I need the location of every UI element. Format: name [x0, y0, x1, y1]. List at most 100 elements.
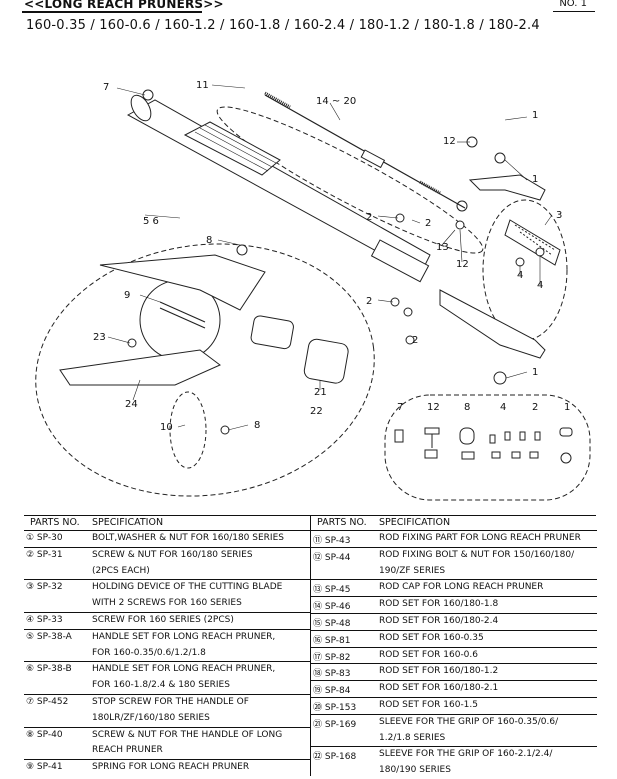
part-number: ② SP-31: [26, 549, 63, 560]
rod-plate: [370, 239, 430, 283]
kit-label-4: 4: [500, 402, 507, 413]
part-spec: REACH PRUNER: [92, 745, 163, 756]
callout-12b: 12: [456, 259, 469, 270]
part-number: ⑯ SP-81: [313, 635, 351, 646]
part-number: ③ SP-32: [26, 582, 63, 593]
callout-9: 9: [124, 290, 131, 301]
callout-4a: 4: [517, 270, 524, 281]
part-spec: 180LR/ZF/160/180 SERIES: [92, 712, 210, 723]
hardware-kit-items: [394, 427, 573, 464]
part-spec: FOR 160-0.35/0.6/1.2/1.8: [92, 647, 206, 658]
part-spec: SPRING FOR LONG REACH PRUNER: [92, 762, 250, 773]
callout-3: 3: [556, 210, 563, 221]
callout-24: 24: [125, 399, 138, 410]
page-number-rule: [553, 11, 595, 12]
callout-7: 7: [103, 82, 110, 93]
callout-1a: 1: [532, 110, 539, 121]
part-spec: STOP SCREW FOR THE HANDLE OF: [92, 696, 249, 707]
part-number: ⑪ SP-43: [313, 536, 351, 546]
page-number: NO. 1: [559, 0, 587, 9]
right-rows: ⑪ SP-43 ROD FIXING PART FOR LONG REACH PR…: [311, 531, 597, 779]
table-row: (2PCS EACH): [24, 564, 310, 581]
table-row: ⑪ SP-43 ROD FIXING PART FOR LONG REACH PR…: [311, 531, 597, 548]
part-number: ⑰ SP-82: [313, 652, 351, 663]
part-number: ⑨ SP-41: [26, 762, 63, 773]
part-spec: ROD CAP FOR LONG REACH PRUNER: [379, 582, 544, 593]
callout-8b: 8: [254, 420, 261, 431]
grip-sleeve: [303, 338, 349, 384]
table-row: FOR 160-0.35/0.6/1.2/1.8: [24, 646, 310, 663]
part-spec: ROD SET FOR 160/180-2.4: [379, 615, 499, 626]
header-rule: [22, 11, 202, 13]
part-spec: SCREW & NUT FOR 160/180 SERIES: [92, 549, 253, 560]
lower-handle: [59, 349, 221, 386]
spec-header: SPECIFICATION: [379, 517, 451, 528]
part-spec: ROD FIXING PART FOR LONG REACH PRUNER: [379, 533, 581, 543]
part-number: ⑲ SP-84: [313, 686, 351, 697]
hardware-kit-outline: [384, 394, 591, 501]
kit-label-2: 2: [532, 402, 539, 413]
header-title: <<LONG REACH PRUNERS>>: [24, 0, 224, 11]
rod-coupler: [360, 149, 386, 169]
table-row: ⑨ SP-41 SPRING FOR LONG REACH PRUNER: [24, 760, 310, 776]
callout-13: 13: [436, 242, 449, 253]
callout-8a: 8: [206, 235, 213, 246]
callout-23: 23: [93, 332, 106, 343]
table-header: PARTS NO. SPECIFICATION: [24, 516, 310, 531]
part-spec: HANDLE SET FOR LONG REACH PRUNER,: [92, 631, 276, 642]
callout-2a: 2: [366, 212, 373, 223]
callout-5-6: 5 6: [143, 216, 159, 227]
part-spec: ROD SET FOR 160-0.6: [379, 649, 478, 660]
part-number: ⑫ SP-44: [313, 552, 351, 563]
callout-1c: 1: [532, 367, 539, 378]
kit-label-7: 7: [397, 402, 404, 413]
part-number: ⑭ SP-46: [313, 602, 351, 613]
callout-1b: 1: [532, 174, 539, 185]
part-spec: HANDLE SET FOR LONG REACH PRUNER,: [92, 664, 276, 675]
table-row: ⑫ SP-44 ROD FIXING BOLT & NUT FOR 150/160…: [311, 548, 597, 564]
table-row: 1.2/1.8 SERIES: [311, 731, 597, 748]
spring: [159, 301, 206, 329]
part-spec: ROD SET FOR 160/180-2.1: [379, 683, 499, 694]
table-row: ⑯ SP-81 ROD SET FOR 160-0.35: [311, 631, 597, 648]
rod-eye: [456, 200, 468, 212]
part-number: ⑦ SP-452: [26, 696, 69, 707]
table-row: 190/ZF SERIES: [311, 564, 597, 581]
table-row: ⑲ SP-84 ROD SET FOR 160/180-2.1: [311, 681, 597, 698]
table-row: ⑰ SP-82 ROD SET FOR 160-0.6: [311, 648, 597, 665]
callout-2c: 2: [366, 296, 373, 307]
table-row: ② SP-31 SCREW & NUT FOR 160/180 SERIES: [24, 548, 310, 564]
table-row: 180LR/ZF/160/180 SERIES: [24, 711, 310, 728]
callout-2b: 2: [425, 218, 432, 229]
part-spec: SLEEVE FOR THE GRIP OF 160-0.35/0.6/: [379, 716, 559, 727]
part-spec: SCREW & NUT FOR THE HANDLE OF LONG: [92, 729, 283, 740]
table-row: ③ SP-32 HOLDING DEVICE OF THE CUTTING BLA…: [24, 580, 310, 596]
part-spec: (2PCS EACH): [92, 565, 150, 576]
callout-22: 22: [310, 406, 323, 417]
part-number: ① SP-30: [26, 533, 63, 543]
part-spec: ROD SET FOR 160-0.35: [379, 632, 484, 643]
part-spec: 190/ZF SERIES: [379, 565, 446, 576]
model-list: 160-0.35 / 160-0.6 / 160-1.2 / 160-1.8 /…: [26, 18, 540, 33]
table-row: ⑭ SP-46 ROD SET FOR 160/180-1.8: [311, 597, 597, 614]
blade-holder: [504, 219, 561, 266]
part-spec: FOR 160-1.8/2.4 & 180 SERIES: [92, 680, 230, 691]
part-spec: ROD SET FOR 160-1.5: [379, 699, 478, 710]
part-spec: ROD FIXING BOLT & NUT FOR 150/160/180/: [379, 549, 575, 560]
part-spec: HOLDING DEVICE OF THE CUTTING BLADE: [92, 582, 283, 593]
table-row: WITH 2 SCREWS FOR 160 SERIES: [24, 596, 310, 613]
part-spec: ROD SET FOR 160/180-1.8: [379, 599, 499, 610]
table-row: ⑳ SP-153 ROD SET FOR 160-1.5: [311, 698, 597, 715]
part-number: ⑳ SP-153: [313, 702, 357, 713]
callout-21: 21: [314, 387, 327, 398]
part-spec: 180/190 SERIES: [379, 765, 451, 776]
kit-label-12: 12: [427, 402, 440, 413]
